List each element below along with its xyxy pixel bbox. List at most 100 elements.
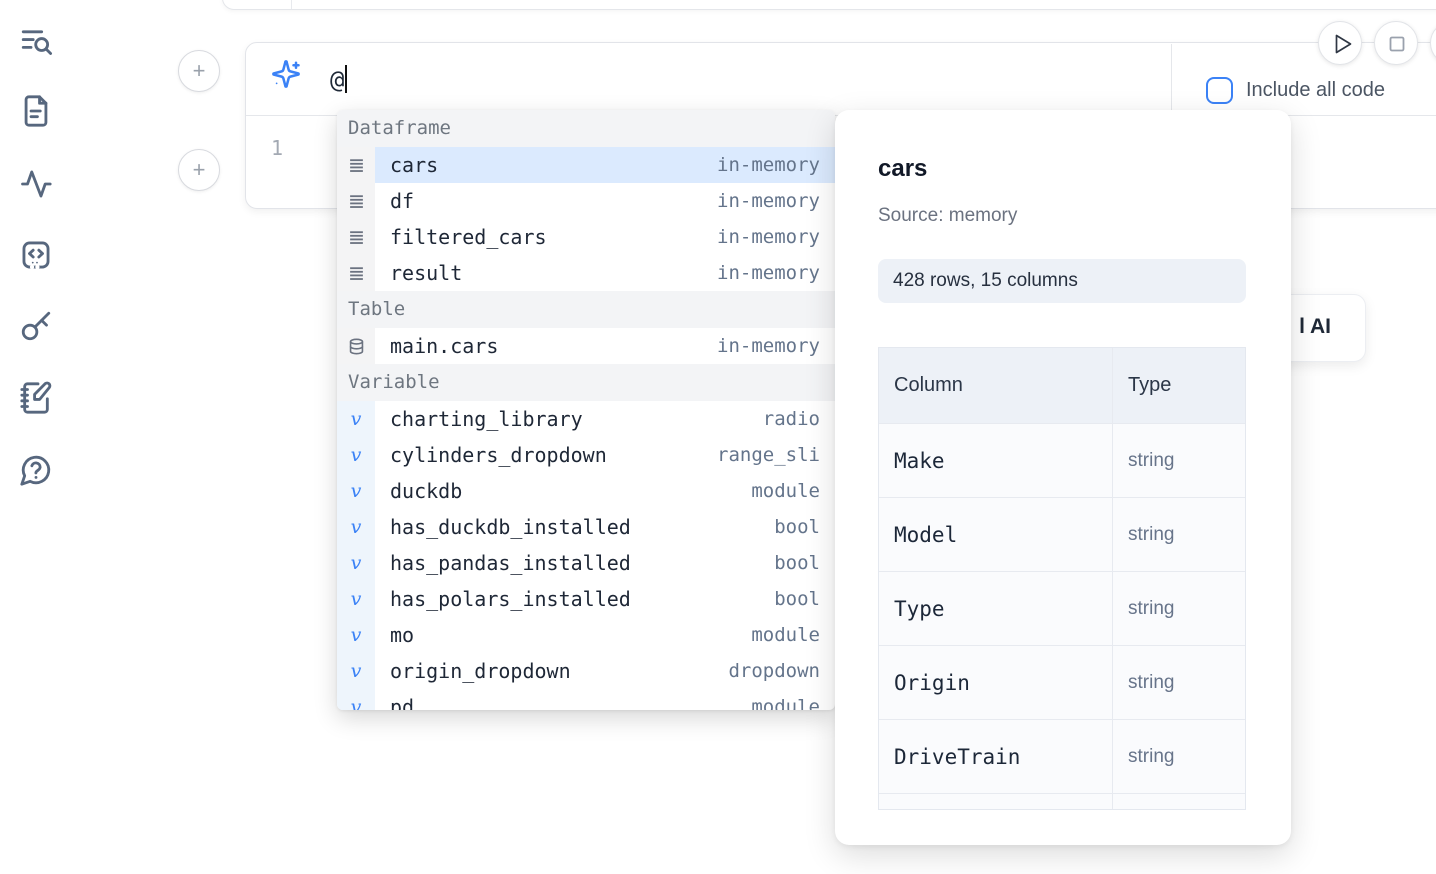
activity-icon[interactable] xyxy=(19,167,53,201)
autocomplete-item-filtered-cars[interactable]: filtered_cars in-memory xyxy=(337,219,835,255)
sparkles-icon xyxy=(271,59,301,89)
table-header-row: Column Type xyxy=(879,348,1245,423)
preview-source: Source: memory xyxy=(878,205,1018,226)
table-database-icon xyxy=(337,328,375,364)
autocomplete-item-charting-library[interactable]: v charting_library radio xyxy=(337,401,835,437)
item-type: in-memory xyxy=(717,335,820,357)
dataframe-preview-panel: cars Source: memory 428 rows, 15 columns… xyxy=(835,110,1291,845)
item-type: radio xyxy=(762,408,820,430)
item-type: in-memory xyxy=(717,190,820,212)
item-type: in-memory xyxy=(717,262,820,284)
ai-prompt-text: @ xyxy=(330,66,345,94)
table-row: DriveTrain string xyxy=(879,719,1245,793)
column-name: Make xyxy=(894,448,945,473)
line-number: 1 xyxy=(271,136,284,160)
dataframe-icon xyxy=(337,255,375,291)
table-row: Model string xyxy=(879,497,1245,571)
autocomplete-item-cars[interactable]: cars in-memory xyxy=(337,147,835,183)
include-all-code-checkbox[interactable] xyxy=(1206,76,1233,104)
autocomplete-item-main-cars[interactable]: main.cars in-memory xyxy=(337,328,835,364)
variable-icon: v xyxy=(350,552,362,574)
ai-card-label: l AI xyxy=(1299,315,1331,338)
variable-icon: v xyxy=(350,516,362,538)
item-type: bool xyxy=(774,552,820,574)
column-header: Column xyxy=(894,374,963,396)
code-square-icon[interactable] xyxy=(19,238,53,272)
section-header-variable: Variable xyxy=(337,364,835,401)
include-all-code-control: Include all code xyxy=(1206,76,1385,104)
autocomplete-item-has-duckdb-installed[interactable]: v has_duckdb_installed bool xyxy=(337,509,835,545)
item-type: bool xyxy=(774,516,820,538)
add-cell-button-bottom[interactable]: + xyxy=(178,149,220,191)
variable-icon: v xyxy=(350,408,362,430)
item-name: cars xyxy=(390,153,439,177)
variable-icon: v xyxy=(350,624,362,646)
item-name: origin_dropdown xyxy=(390,659,571,683)
autocomplete-item-df[interactable]: df in-memory xyxy=(337,183,835,219)
column-name: Origin xyxy=(894,670,970,695)
item-type: module xyxy=(751,480,820,502)
item-type: range_sli xyxy=(717,444,820,466)
notebook-pen-icon[interactable] xyxy=(19,381,53,415)
autocomplete-item-cylinders-dropdown[interactable]: v cylinders_dropdown range_sli xyxy=(337,437,835,473)
item-name: cylinders_dropdown xyxy=(390,443,607,467)
preview-summary-badge: 428 rows, 15 columns xyxy=(878,259,1246,303)
item-name: has_duckdb_installed xyxy=(390,515,631,539)
item-name: filtered_cars xyxy=(390,225,547,249)
section-header-dataframe: Dataframe xyxy=(337,110,835,147)
dataframe-icon xyxy=(337,183,375,219)
list-search-icon[interactable] xyxy=(19,24,53,58)
preview-schema-table: Column Type Make string Model string Typ… xyxy=(878,347,1246,810)
variable-icon: v xyxy=(350,588,362,610)
key-icon[interactable] xyxy=(19,309,53,343)
previous-cell xyxy=(222,0,1436,10)
ai-prompt-input[interactable]: @ xyxy=(330,65,348,95)
item-name: duckdb xyxy=(390,479,463,503)
ai-row-divider xyxy=(1171,44,1172,115)
run-cell-button[interactable] xyxy=(1318,21,1362,65)
item-name: result xyxy=(390,261,463,285)
item-type: in-memory xyxy=(717,154,820,176)
autocomplete-dropdown: Dataframe cars in-memory df in-memory filt… xyxy=(337,110,835,710)
preview-title: cars xyxy=(878,155,928,182)
dataframe-icon xyxy=(337,147,375,183)
item-name: mo xyxy=(390,623,415,647)
item-name: pd xyxy=(390,695,415,710)
item-type: dropdown xyxy=(728,660,820,682)
section-header-table: Table xyxy=(337,291,835,328)
left-sidebar xyxy=(0,0,70,874)
autocomplete-item-result[interactable]: result in-memory xyxy=(337,255,835,291)
table-row: Type string xyxy=(879,571,1245,645)
column-type: string xyxy=(1128,597,1175,619)
autocomplete-item-has-polars-installed[interactable]: v has_polars_installed bool xyxy=(337,581,835,617)
include-all-code-label: Include all code xyxy=(1246,78,1385,101)
column-name: Type xyxy=(894,596,945,621)
text-cursor xyxy=(345,65,348,93)
item-name: charting_library xyxy=(390,407,583,431)
column-type: string xyxy=(1128,745,1175,767)
table-row: Origin string xyxy=(879,645,1245,719)
file-text-icon[interactable] xyxy=(19,94,53,128)
dataframe-icon xyxy=(337,219,375,255)
item-name: main.cars xyxy=(390,334,499,358)
column-type: string xyxy=(1128,671,1175,693)
previous-cell-divider xyxy=(291,0,292,9)
item-type: module xyxy=(751,696,820,710)
add-cell-button-top[interactable]: + xyxy=(178,50,220,92)
item-name: df xyxy=(390,189,415,213)
stop-button[interactable] xyxy=(1374,21,1418,65)
table-row-partial xyxy=(879,793,1245,809)
item-name: has_polars_installed xyxy=(390,587,631,611)
help-chat-icon[interactable] xyxy=(19,453,53,487)
table-row: Make string xyxy=(879,423,1245,497)
ai-prompt-row: @ Include all code xyxy=(246,43,1436,116)
variable-icon: v xyxy=(350,444,362,466)
item-type: in-memory xyxy=(717,226,820,248)
column-name: Model xyxy=(894,522,958,547)
item-type: bool xyxy=(774,588,820,610)
